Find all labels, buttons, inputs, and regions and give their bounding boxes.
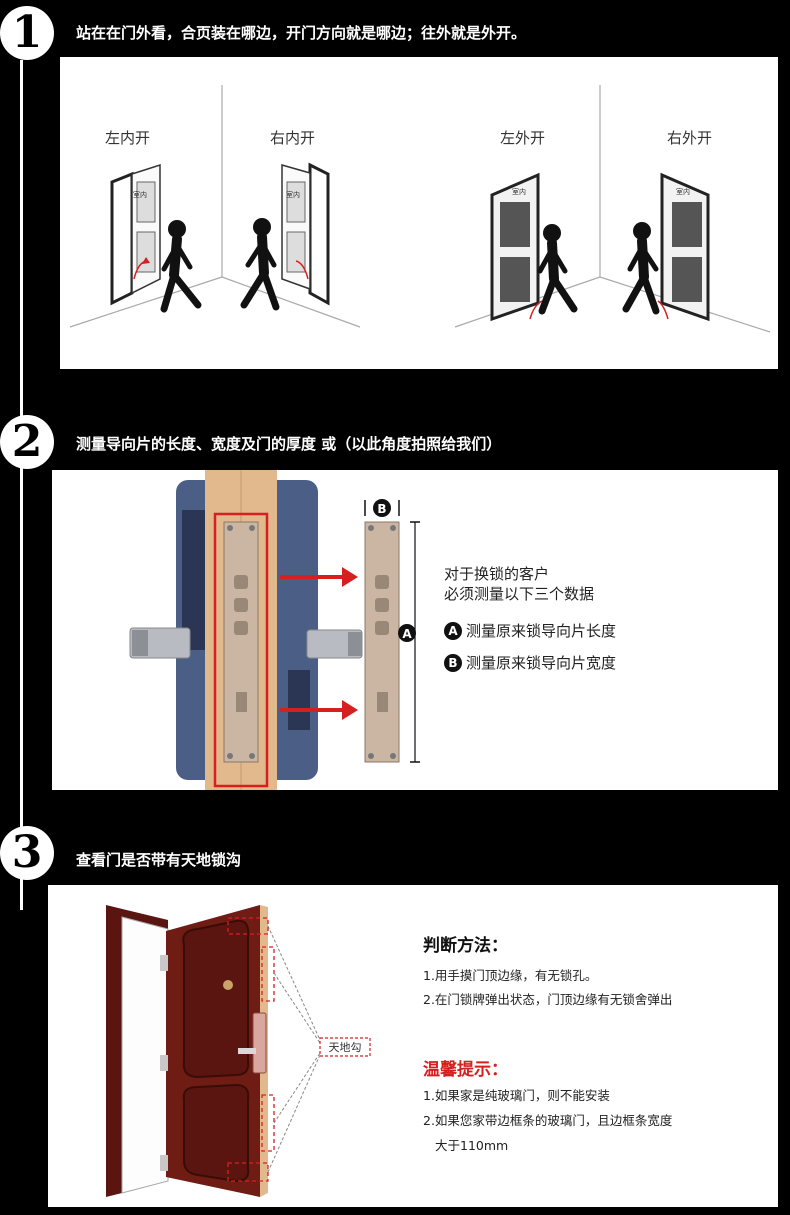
door-direction-panel: 室内 室内 室内 室内 <box>60 57 778 369</box>
person-1 <box>160 220 202 313</box>
label-right-out: 右外开 <box>667 129 713 147</box>
item-b-icon: B <box>444 654 462 672</box>
dimension-a-letter: A <box>402 627 412 641</box>
label-left-in: 左内开 <box>105 129 151 147</box>
dimension-b-marker <box>373 499 391 517</box>
groove-panel: 天地勾 判断方法： 1.用手摸门顶边缘，有无锁孔。 2.在门锁牌弹出状态，门顶边… <box>48 885 778 1207</box>
label-left-out: 左外开 <box>500 129 546 147</box>
door-groove-illustration: 天地勾 <box>106 905 371 1197</box>
step-2-badge: 2 <box>0 415 54 469</box>
step-1-title: 站在在门外看，合页装在哪边，开门方向就是哪边；往外就是外开。 <box>76 24 527 42</box>
faceplate-detached <box>364 521 400 763</box>
tip-2a: 2.如果您家带边框条的玻璃门，且边框条宽度 <box>423 1113 673 1128</box>
label-right-in: 右内开 <box>270 129 316 147</box>
door-lower-panel <box>182 1083 250 1183</box>
item-a-icon: A <box>444 622 462 640</box>
indoor-label-2: 室内 <box>286 190 300 199</box>
callout-label: 天地勾 <box>329 1041 362 1054</box>
person-3 <box>537 224 578 315</box>
tip-2b: 大于110mm <box>435 1138 509 1153</box>
step-1-badge: 1 <box>0 6 54 60</box>
dimension-a-marker <box>398 624 416 642</box>
step-3-badge: 3 <box>0 826 54 880</box>
callout-box <box>319 1037 371 1057</box>
measure-item-b-text: 测量原来锁导向片宽度 <box>466 654 617 672</box>
right-in-door <box>281 162 330 306</box>
door-frame <box>106 905 122 1197</box>
tip-1: 1.如果家是纯玻璃门，则不能安装 <box>423 1088 610 1103</box>
faceplate-on-door <box>223 521 259 763</box>
measure-item-a-text: 测量原来锁导向片长度 <box>466 622 617 640</box>
left-in-door <box>110 163 161 306</box>
timeline-line <box>20 60 23 910</box>
method-2: 2.在门锁牌弹出状态，门顶边缘有无锁舍弹出 <box>423 992 673 1007</box>
dimension-b-letter: B <box>377 502 386 516</box>
callout-leaders <box>267 925 321 1173</box>
tips-title: 温馨提示： <box>423 1060 508 1080</box>
door-upper-panel <box>182 919 250 1079</box>
person-figures <box>160 218 660 315</box>
person-4 <box>622 222 660 315</box>
peephole <box>223 980 233 990</box>
highlight-box <box>213 512 269 788</box>
person-2 <box>240 218 280 311</box>
indoor-label-4: 室内 <box>676 187 690 196</box>
lock-handle <box>238 1048 256 1054</box>
method-title: 判断方法： <box>423 936 508 956</box>
indoor-label-1: 室内 <box>133 190 147 199</box>
left-out-door <box>490 172 543 322</box>
smart-lock <box>252 1012 267 1074</box>
lock-measurement-illustration: B A <box>129 470 420 790</box>
step-3-title: 查看门是否带有天地锁沟 <box>76 851 242 869</box>
measure-intro-1: 对于换锁的客户 <box>444 565 550 583</box>
measure-intro-2: 必须测量以下三个数据 <box>444 585 595 603</box>
door-direction-illustration: 室内 室内 室内 室内 <box>69 85 771 333</box>
right-out-door <box>657 172 710 322</box>
method-1: 1.用手摸门顶边缘，有无锁孔。 <box>423 968 598 983</box>
indoor-label-3: 室内 <box>512 187 526 196</box>
step-2-title: 测量导向片的长度、宽度及门的厚度 或（以此角度拍照给我们） <box>76 435 502 453</box>
arrows <box>280 567 358 720</box>
